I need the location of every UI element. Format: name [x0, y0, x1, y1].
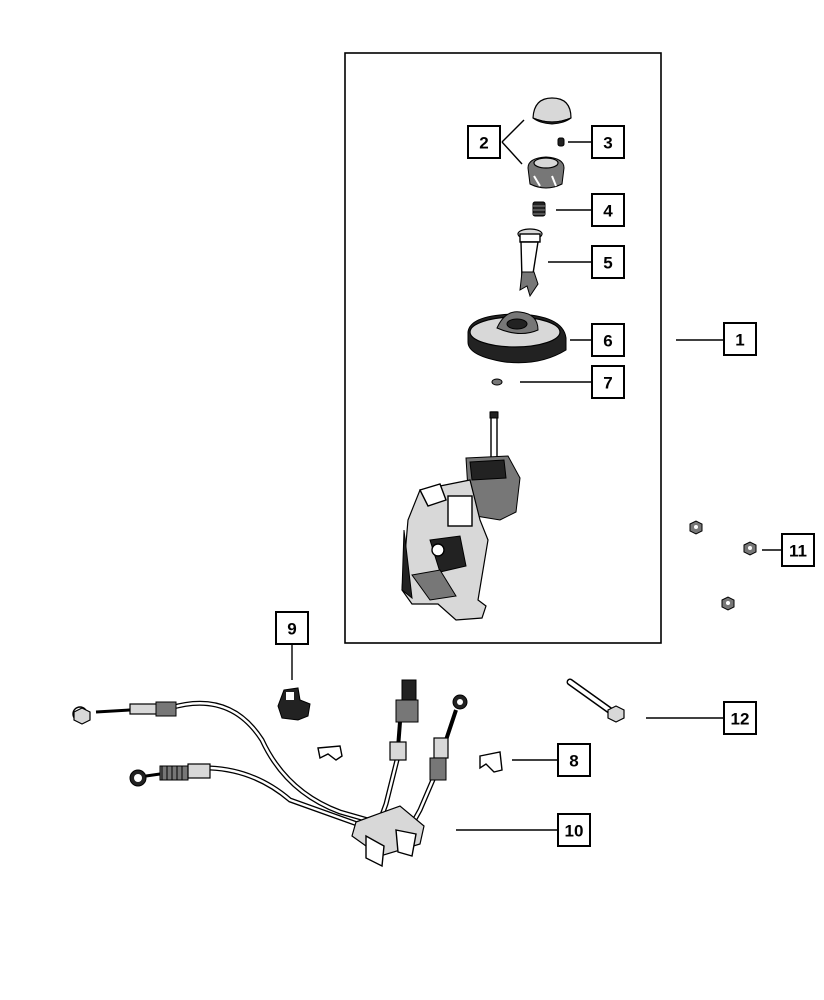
callout-5: 5: [591, 245, 625, 279]
knob-cap: [532, 97, 572, 125]
callout-4: 4: [591, 193, 625, 227]
callout-label: 2: [479, 134, 488, 153]
assembly-frame: [344, 52, 662, 644]
callout-12: 12: [723, 701, 757, 735]
spring: [532, 201, 546, 217]
callout-7: 7: [591, 365, 625, 399]
callout-label: 11: [789, 542, 807, 561]
shifter-housing: [401, 411, 521, 621]
nut-group: [689, 520, 757, 611]
set-screw: [557, 137, 565, 147]
callout-2: 2: [467, 125, 501, 159]
shift-boot: [467, 311, 567, 364]
callout-label: 5: [603, 254, 612, 273]
callout-8: 8: [557, 743, 591, 777]
callout-label: 1: [735, 331, 744, 350]
bolt: [566, 678, 625, 723]
knob-body: [527, 156, 565, 189]
leader-lines: [291, 119, 782, 831]
callout-3: 3: [591, 125, 625, 159]
callout-label: 12: [731, 710, 750, 729]
plunger: [517, 228, 543, 298]
callout-label: 6: [603, 332, 612, 351]
washer: [491, 378, 503, 386]
callout-6: 6: [591, 323, 625, 357]
callout-label: 3: [603, 134, 612, 153]
callout-label: 7: [603, 374, 612, 393]
callout-label: 10: [565, 822, 584, 841]
shift-cables: [72, 679, 468, 868]
callout-9: 9: [275, 611, 309, 645]
bracket-clip: [277, 687, 311, 721]
callout-11: 11: [781, 533, 815, 567]
callout-label: 4: [603, 202, 613, 221]
callout-label: 8: [569, 752, 578, 771]
callout-10: 10: [557, 813, 591, 847]
callout-1: 1: [723, 322, 757, 356]
callout-label: 9: [287, 620, 296, 639]
retaining-clips: [317, 745, 503, 773]
